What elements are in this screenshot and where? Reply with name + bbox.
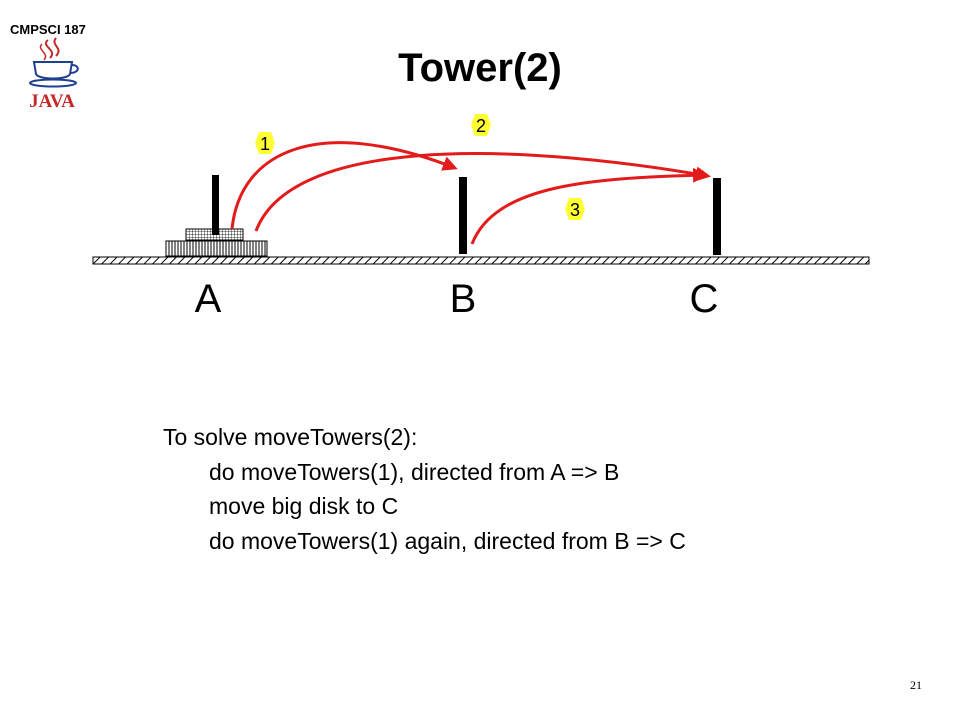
step-badge-2: 2	[471, 114, 491, 136]
move-arrow-2	[254, 152, 711, 232]
move-arrow-3	[470, 167, 708, 245]
explanation: To solve moveTowers(2): do moveTowers(1)…	[163, 420, 686, 558]
step-label-1: 1	[260, 134, 270, 154]
peg-label-a: A	[195, 277, 222, 321]
java-logo-icon: JAVA	[29, 37, 79, 112]
course-label: CMPSCI 187	[10, 22, 86, 37]
logo-wordmark: JAVA	[29, 91, 75, 112]
explanation-line-2: move big disk to C	[209, 493, 399, 519]
peg-label-b: B	[450, 277, 477, 321]
step-badge-1: 1	[255, 132, 275, 154]
move-arrow-1	[230, 141, 458, 230]
tower-base	[92, 256, 870, 265]
big-disk	[165, 240, 268, 257]
page-number: 21	[910, 678, 922, 692]
explanation-line-1: do moveTowers(1), directed from A => B	[209, 458, 620, 485]
explanation-heading: To solve moveTowers(2):	[163, 424, 418, 450]
peg-c	[713, 178, 721, 255]
small-disk	[185, 228, 244, 241]
step-label-2: 2	[476, 116, 486, 136]
peg-b	[459, 177, 467, 254]
step-badge-3: 3	[565, 198, 585, 220]
explanation-line-3: do moveTowers(1) again, directed from B …	[209, 527, 686, 554]
peg-a	[212, 175, 219, 235]
step-label-3: 3	[570, 200, 580, 220]
peg-label-c: C	[690, 277, 719, 321]
slide-title: Tower(2)	[398, 46, 562, 90]
